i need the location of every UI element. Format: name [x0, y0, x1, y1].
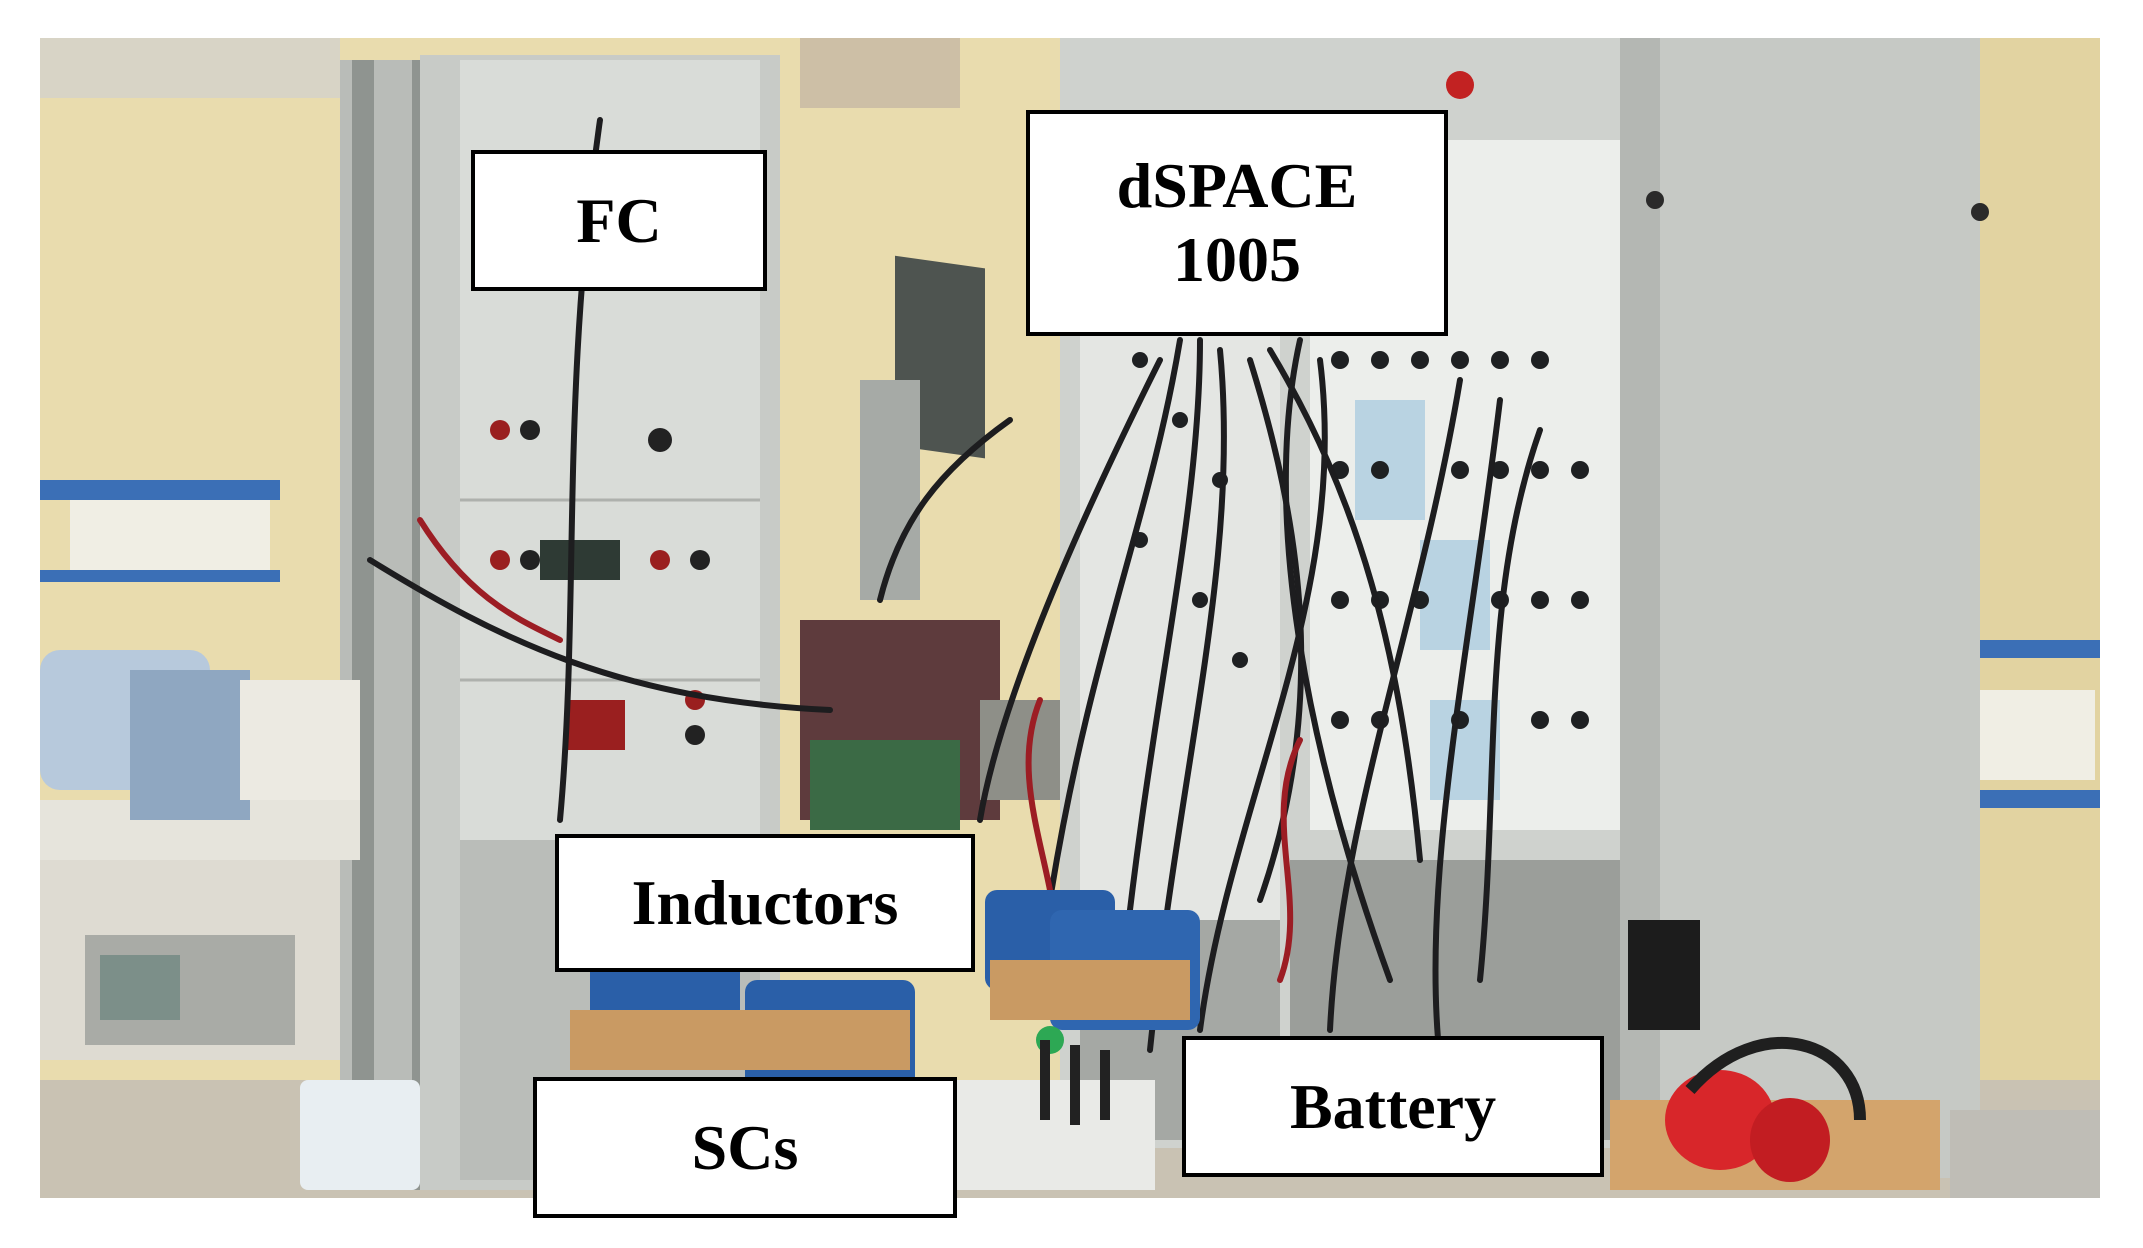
wall-poster — [40, 38, 340, 98]
wall-strip-right — [1970, 640, 2100, 658]
inductors-label-text: Inductors — [631, 867, 899, 939]
cardboard-box — [1950, 1110, 2100, 1198]
plastic-beaker — [300, 1080, 420, 1190]
cables — [367, 117, 1543, 1063]
motor-housing — [130, 670, 250, 820]
wall-strip-left-lower — [40, 570, 280, 582]
dspace-label: dSPACE 1005 — [1026, 110, 1448, 336]
battery-label-text: Battery — [1289, 1070, 1497, 1142]
wall-poster — [800, 38, 960, 108]
fc-display — [565, 700, 625, 750]
red-ear-defenders — [1665, 1070, 1775, 1170]
outlet-panel-left — [70, 500, 270, 570]
open-rack-rail — [352, 60, 374, 1190]
cabinet-vent — [1628, 920, 1700, 1030]
dspace-label-line2: 1005 — [1173, 224, 1301, 295]
scs-label-text: SCs — [691, 1111, 799, 1183]
motor-box — [240, 680, 360, 800]
equipment-rack-panel-blue — [1355, 400, 1425, 520]
connector-tray — [955, 1080, 1155, 1190]
dspace-label-line1: dSPACE — [1116, 150, 1358, 222]
fc-label: FC — [471, 150, 767, 291]
inductors-label: Inductors — [555, 834, 975, 972]
wooden-board — [990, 960, 1190, 1020]
wall-strip-right-lower — [1970, 790, 2100, 808]
fc-label-text: FC — [576, 184, 662, 256]
green-device — [810, 740, 960, 830]
wall-strip-left — [40, 480, 280, 500]
oscilloscope-screen — [100, 955, 180, 1020]
wooden-board — [570, 1010, 910, 1070]
fc-meter — [540, 540, 620, 580]
scs-label: SCs — [533, 1077, 957, 1218]
battery-label: Battery — [1182, 1036, 1604, 1177]
outlet-panel — [1975, 690, 2095, 780]
red-ear-defenders — [1750, 1098, 1830, 1182]
